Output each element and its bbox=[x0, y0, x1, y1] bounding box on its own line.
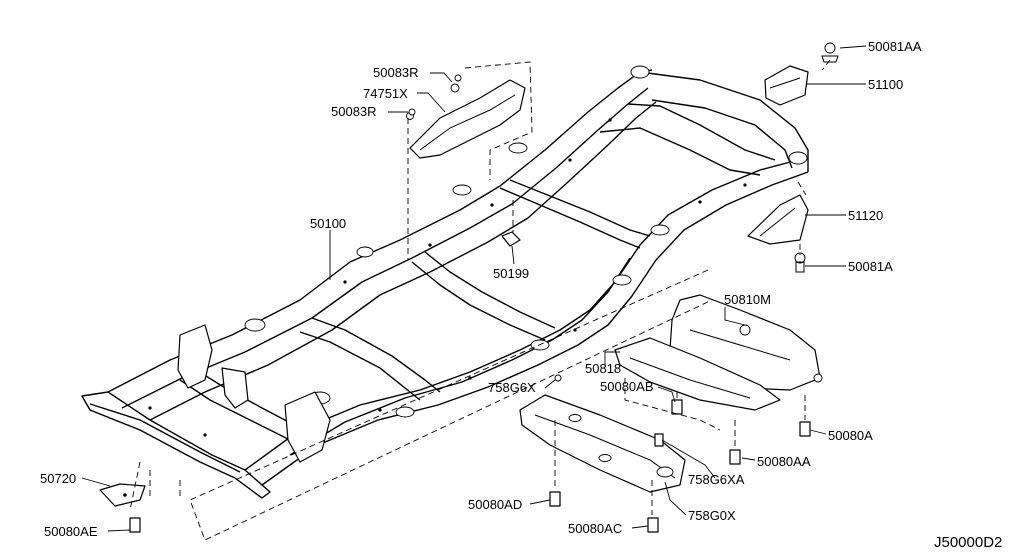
label-50080AA: 50080AA bbox=[757, 454, 811, 469]
dashed-guides bbox=[129, 59, 831, 541]
part-labels: 50081AA 51100 50083R 74751X 50083R 50100… bbox=[40, 39, 1002, 551]
label-50083R-mid: 50083R bbox=[331, 104, 377, 119]
label-50199: 50199 bbox=[493, 266, 529, 281]
label-50720: 50720 bbox=[40, 471, 76, 486]
label-74751X: 74751X bbox=[363, 86, 408, 101]
label-51120: 51120 bbox=[848, 208, 883, 223]
chassis-frame bbox=[81, 65, 809, 499]
label-758G6X: 758G6X bbox=[488, 380, 536, 395]
label-50080A: 50080A bbox=[828, 428, 873, 443]
label-50080AB: 50080AB bbox=[600, 379, 654, 394]
label-50080AD: 50080AD bbox=[468, 497, 522, 512]
part-50199-clip bbox=[501, 231, 521, 247]
label-50081AA: 50081AA bbox=[868, 39, 922, 54]
label-50810M: 50810M bbox=[724, 292, 771, 307]
part-74751X-shield bbox=[406, 79, 526, 159]
bolt-icons bbox=[129, 74, 811, 533]
label-50080AE: 50080AE bbox=[44, 524, 98, 539]
part-51120-bracket bbox=[747, 194, 809, 273]
part-50818-plate bbox=[614, 337, 781, 411]
label-50081A: 50081A bbox=[848, 259, 893, 274]
label-50100: 50100 bbox=[310, 216, 346, 231]
label-51100: 51100 bbox=[868, 77, 903, 92]
part-758G0X-cover bbox=[519, 394, 686, 493]
label-758G0X: 758G0X bbox=[688, 508, 736, 523]
label-50080AC: 50080AC bbox=[568, 521, 622, 536]
diagram-code: J50000D2 bbox=[934, 534, 1002, 551]
label-50818: 50818 bbox=[585, 361, 621, 376]
label-50083R-top: 50083R bbox=[373, 65, 419, 80]
label-758G6XA: 758G6XA bbox=[688, 472, 745, 487]
part-51100-bracket bbox=[764, 42, 839, 106]
leader-lines bbox=[81, 45, 867, 532]
part-50720-bracket bbox=[99, 483, 146, 507]
